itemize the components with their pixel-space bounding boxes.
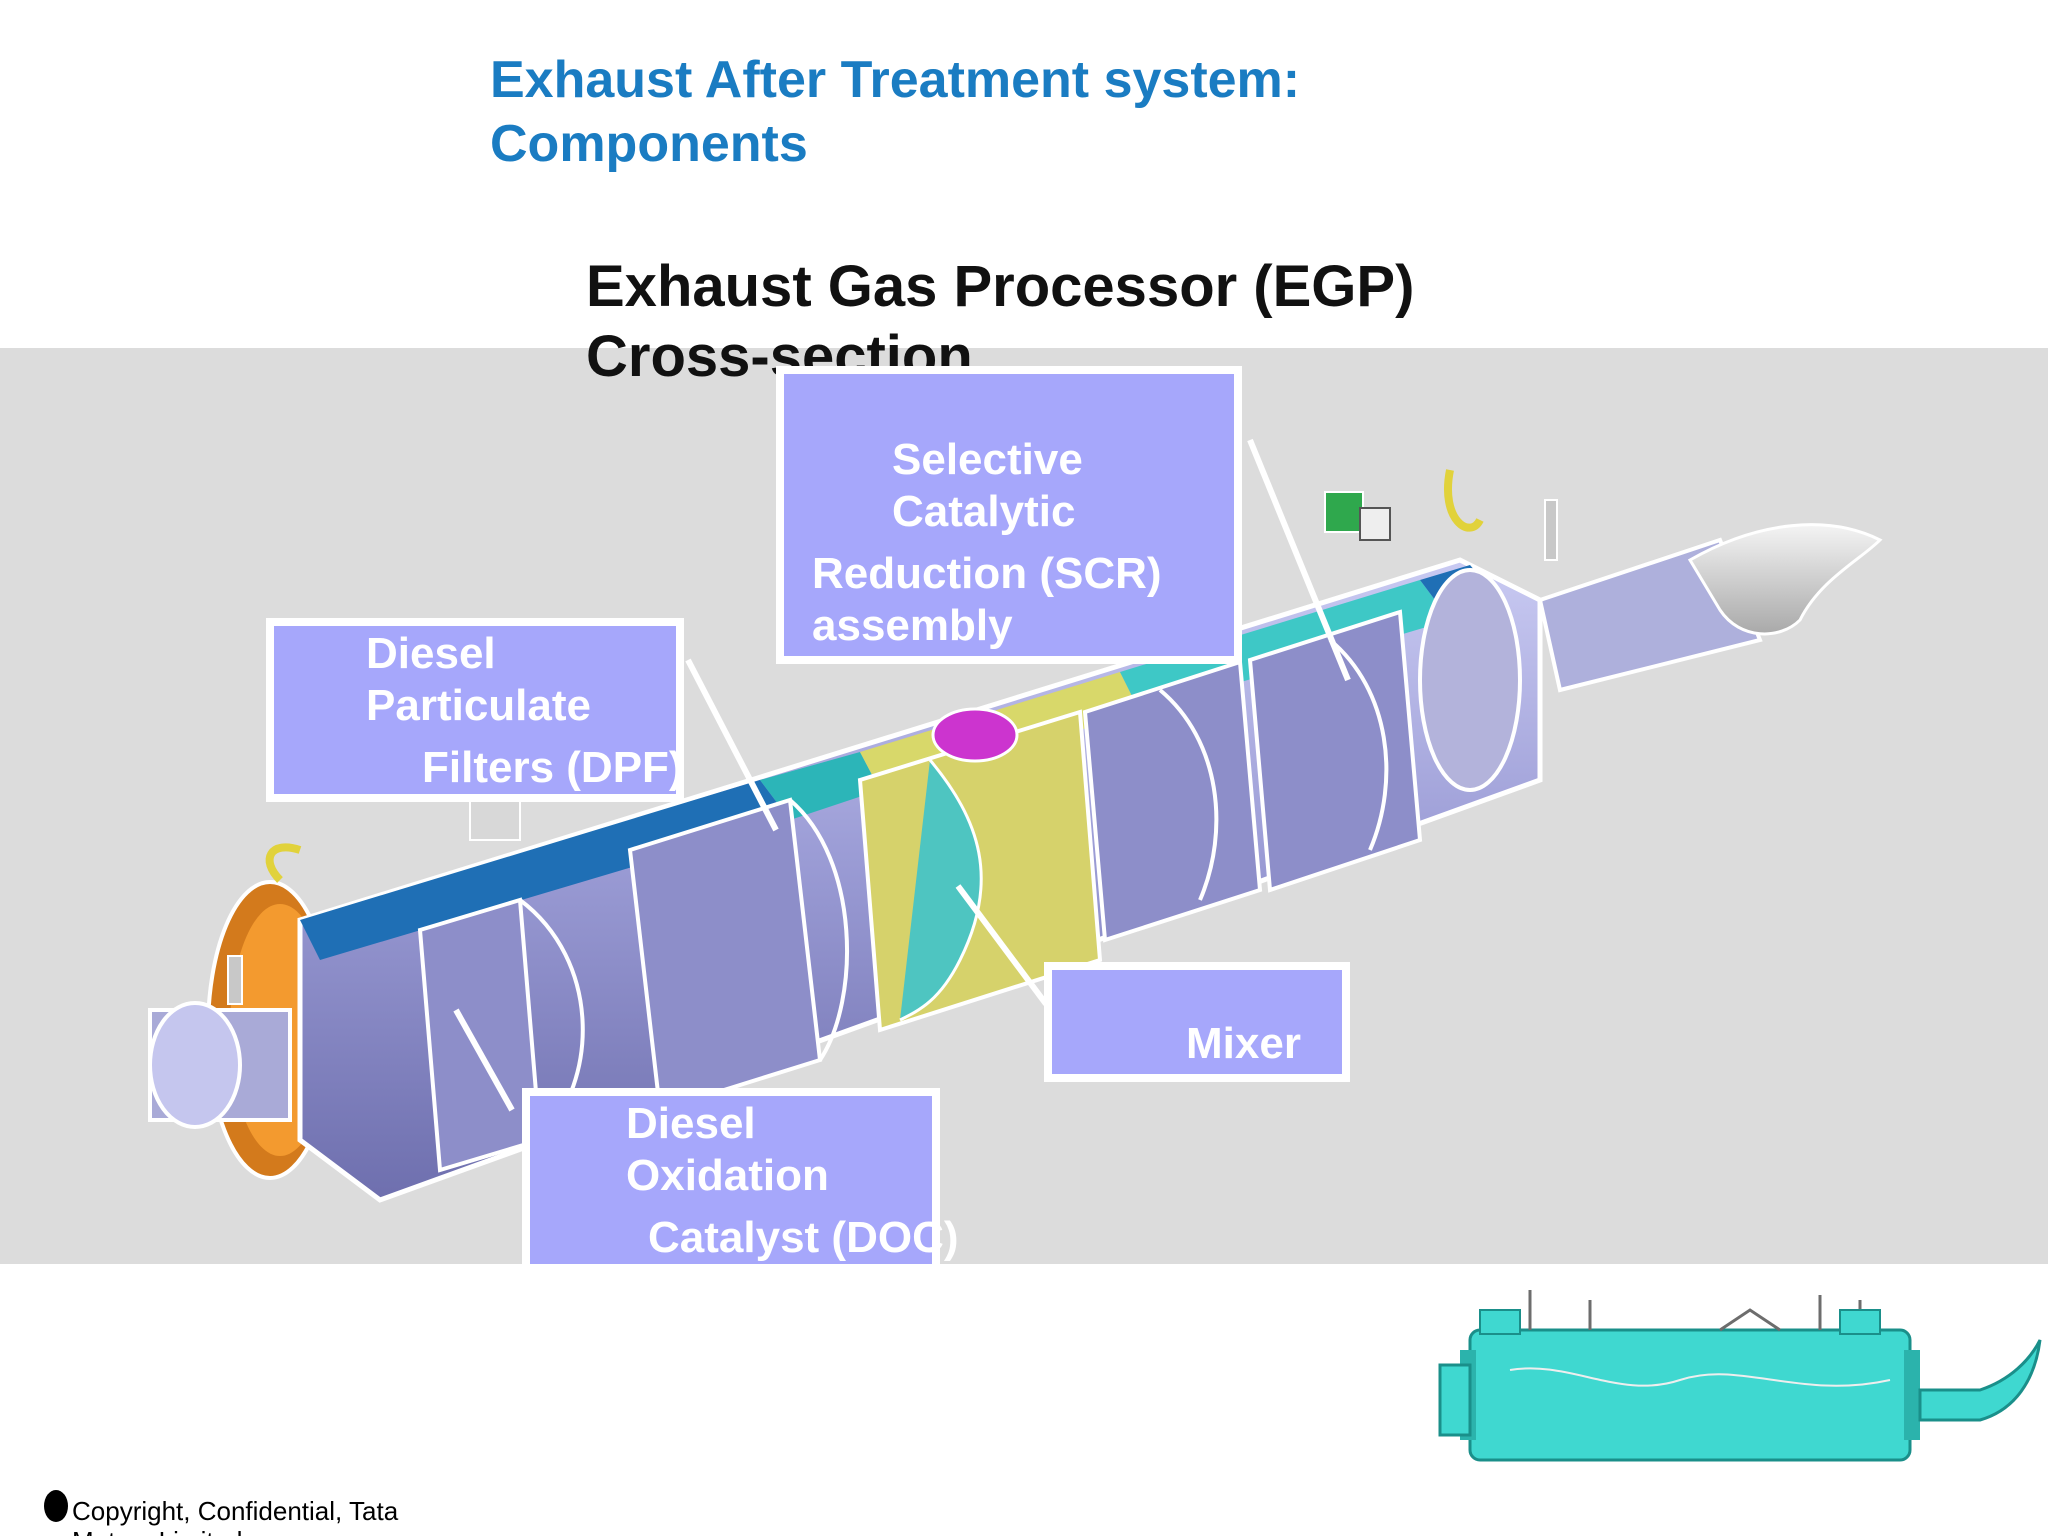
sensors-and-wiring <box>265 469 1558 883</box>
mixer-callout-line1: Mixer <box>1186 1019 1301 1068</box>
scr-callout-line2: Catalytic <box>892 487 1076 536</box>
slide-title: Exhaust After Treatment system: Componen… <box>490 48 1490 176</box>
dpf-callout: Diesel Particulate Filters (DPF) <box>266 618 684 802</box>
mixer-callout: Mixer <box>1044 962 1350 1082</box>
slide-title-line2: Components <box>490 115 808 173</box>
dpf-leader-line <box>685 658 779 832</box>
diagram-heading-line1: Exhaust Gas Processor (EGP) <box>586 254 1415 319</box>
footer-bullet <box>44 1490 68 1522</box>
mixer-leader-line <box>955 884 1049 1006</box>
doc-callout-line2: Oxidation <box>626 1151 829 1200</box>
dpf-callout-line1: Diesel <box>366 629 496 678</box>
doc-callout-line1: Diesel <box>626 1099 756 1148</box>
scr-callout-line1: Selective <box>892 435 1083 484</box>
mixer-chamber <box>857 707 1103 1033</box>
dpf-cartridge <box>627 797 849 1113</box>
doc-callout: Diesel Oxidation Catalyst (DOC) <box>522 1088 959 1264</box>
egp-exterior-thumbnail <box>1438 1290 2042 1462</box>
callout-leader-lines <box>453 438 1351 1112</box>
slide-title-line1: Exhaust After Treatment system: <box>490 51 1301 109</box>
perforated-outlet-cone <box>1418 568 1522 792</box>
dpf-callout-line2: Particulate <box>366 681 591 730</box>
dpf-callout-line3: Filters (DPF) <box>422 743 684 792</box>
doc-leader-line <box>453 1008 515 1112</box>
scr-callout-line4: assembly <box>812 601 1013 650</box>
footer-copyright: Copyright, Confidential, Tata Motors Lim… <box>72 1496 399 1536</box>
scr-callout: Selective Catalytic Reduction (SCR) asse… <box>776 366 1242 664</box>
outlet-pipe <box>1537 523 1883 693</box>
scr-cartridges <box>1082 609 1423 943</box>
doc-callout-line3: Catalyst (DOC) <box>648 1213 959 1262</box>
scr-callout-line3: Reduction (SCR) <box>812 549 1162 598</box>
scr-leader-line <box>1247 438 1351 682</box>
